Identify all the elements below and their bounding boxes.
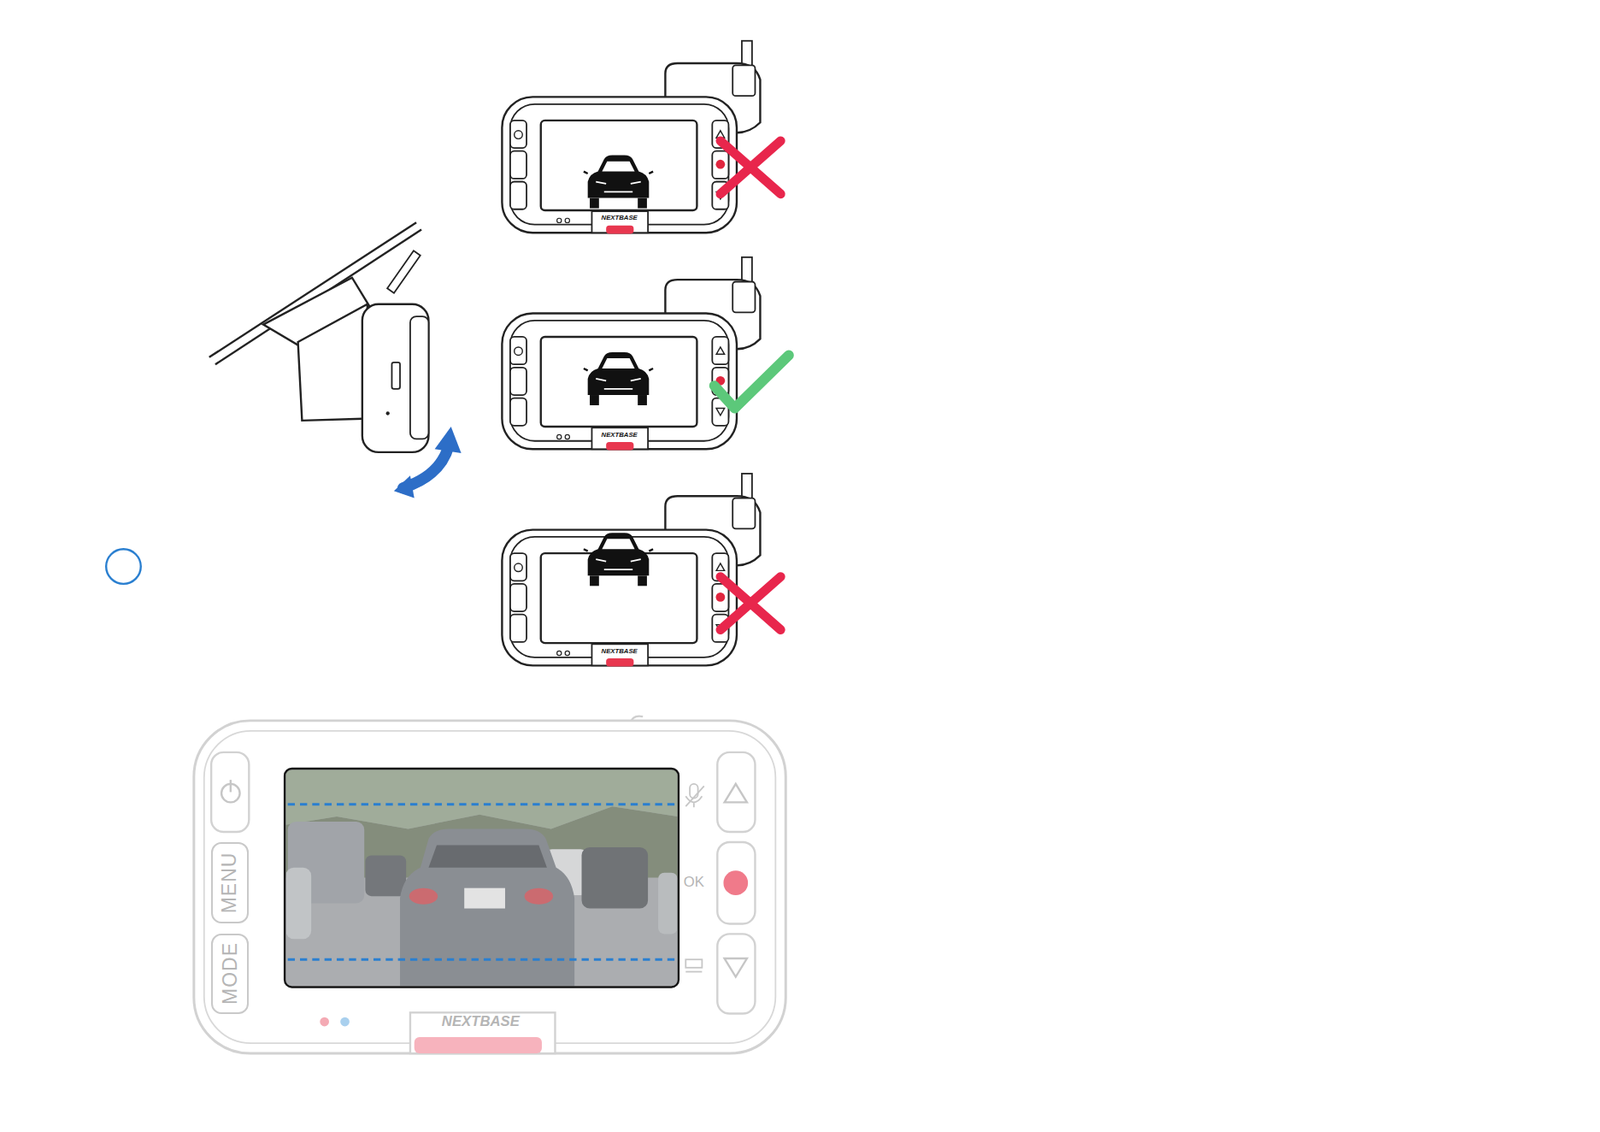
brand-logo: NEXTBASE [601,647,638,655]
button-box: MENU [211,841,249,924]
button-label: MODE [218,941,242,1005]
button-label: MENU [218,852,242,914]
brand-logo: NEXTBASE [441,1014,520,1030]
brand-logo: NEXTBASE [601,215,638,223]
brand-logo: NEXTBASE [601,431,638,439]
button-label: OK [683,874,705,889]
button-box: MODE [211,933,249,1013]
